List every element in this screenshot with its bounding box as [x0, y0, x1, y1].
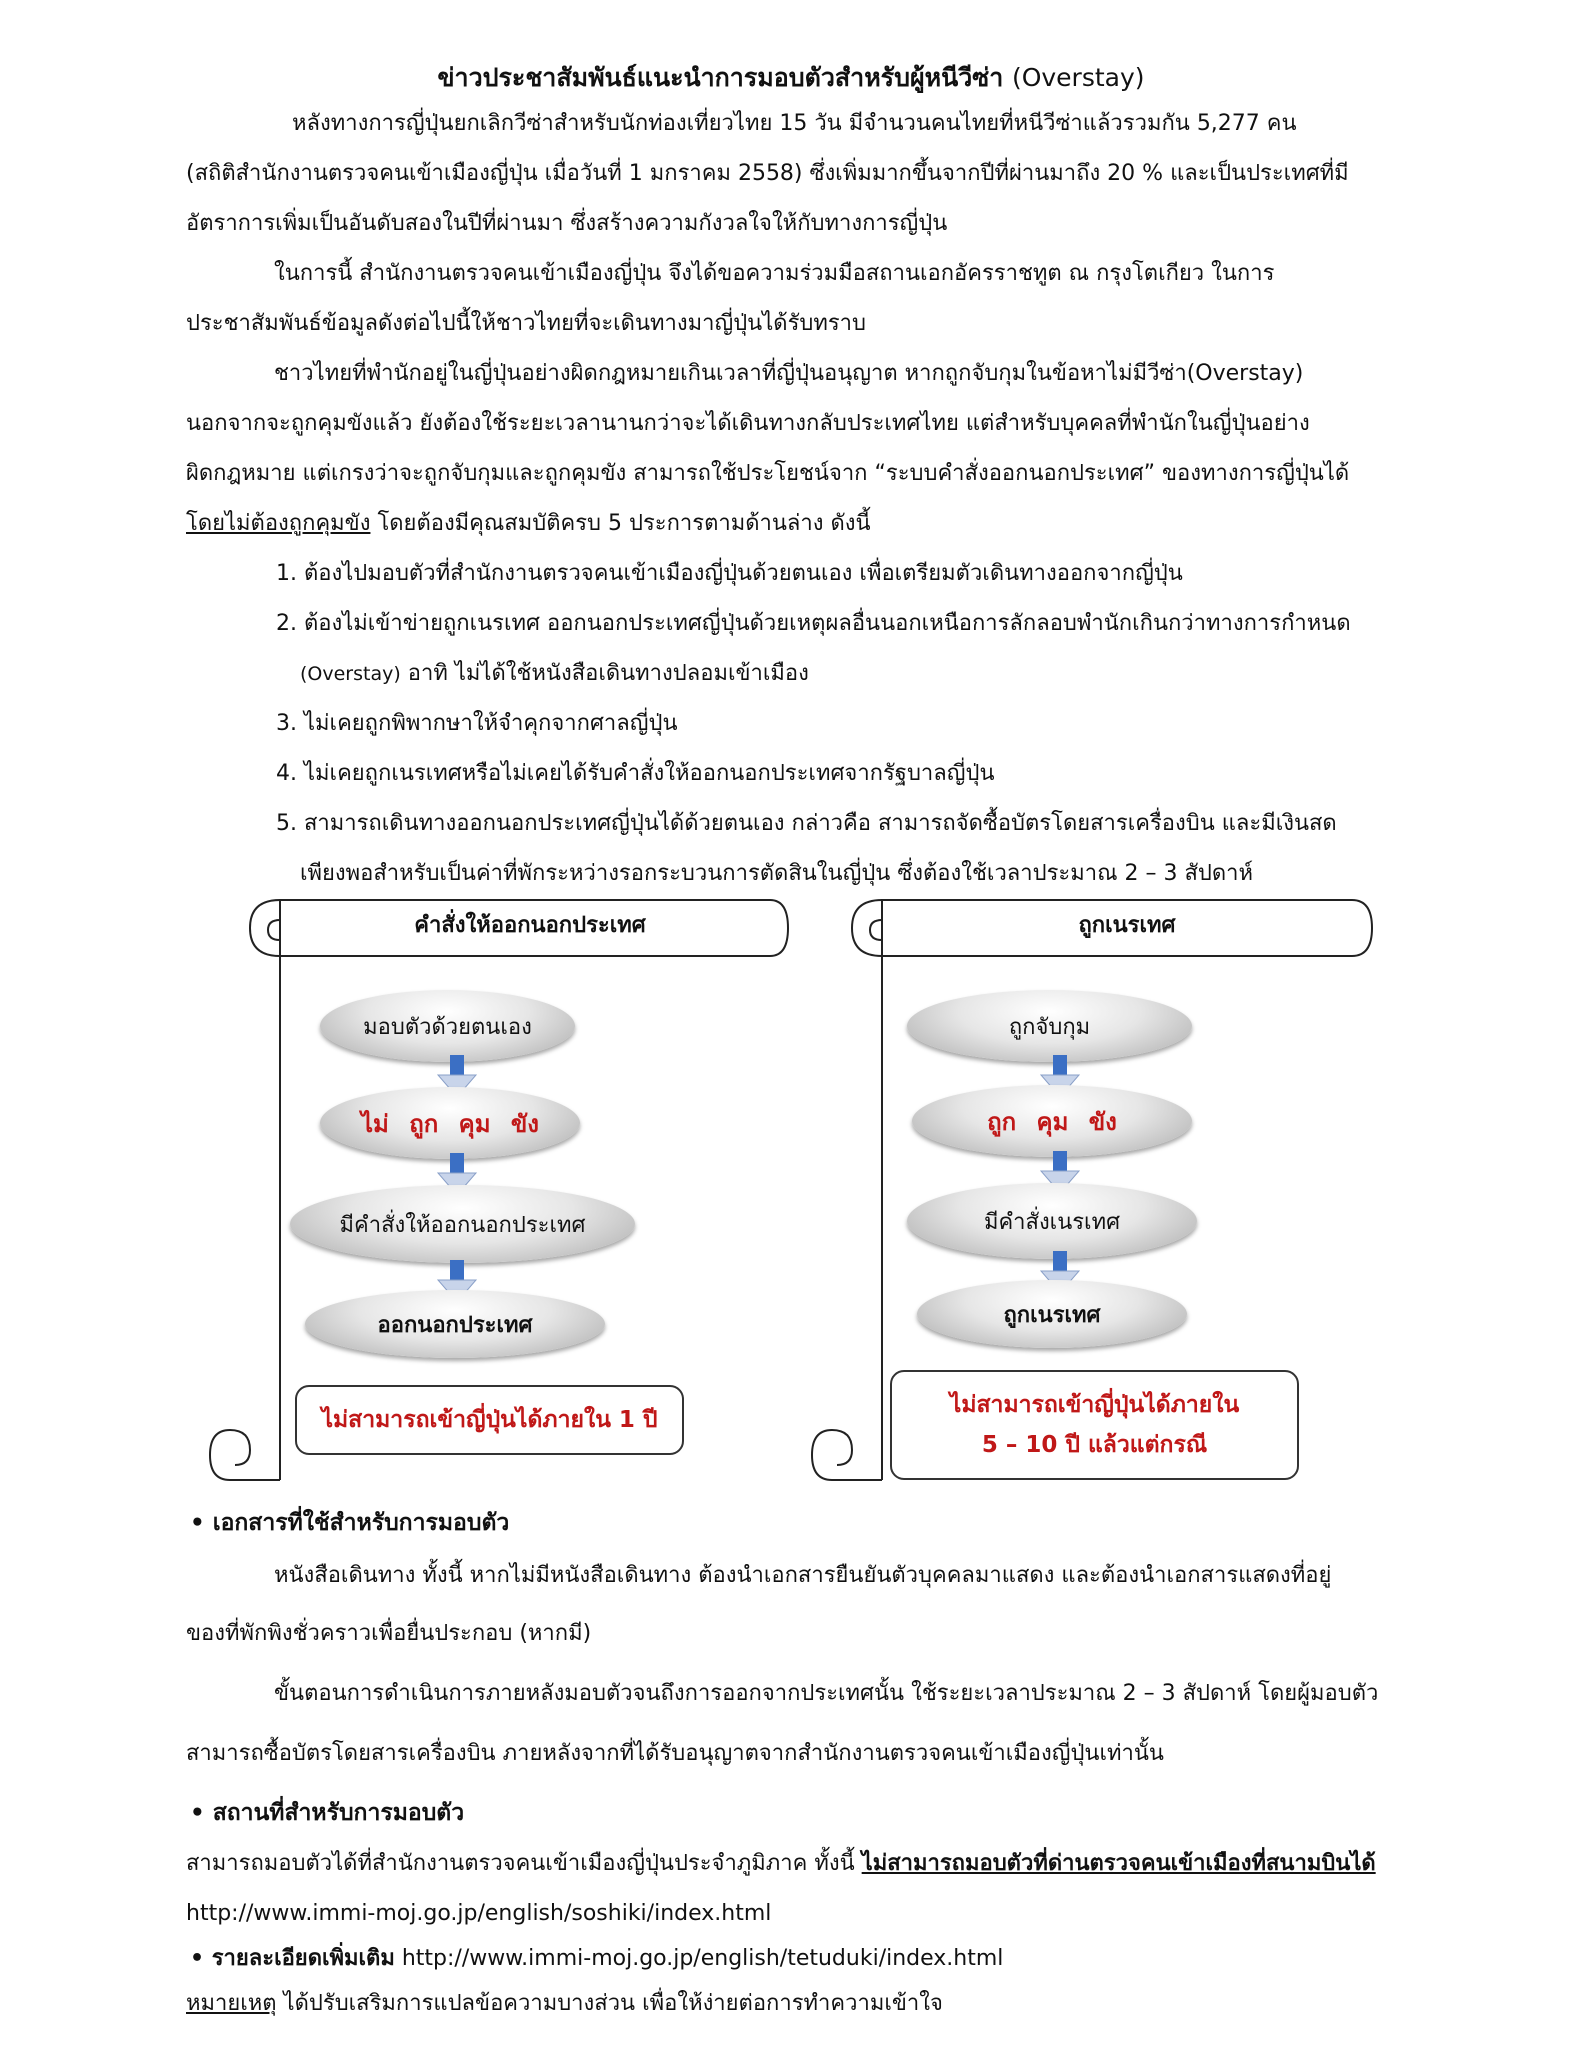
condition-5-line1: 5. สามารถเดินทางออกนอกประเทศญี่ปุ่นได้ด้… [276, 811, 1337, 836]
scroll-frame-right [810, 899, 1374, 1481]
step-arrested: ถูกจับกุม [907, 990, 1192, 1062]
page-title: ข่าวประชาสัมพันธ์แนะนำการมอบตัวสำหรับผู้… [0, 58, 1582, 98]
note-label: หมายเหตุ [186, 1991, 277, 2016]
condition-5-line2: เพียงพอสำหรับเป็นค่าที่พักระหว่างรอกระบว… [300, 861, 1253, 886]
result-right-line1: ไม่สามารถเข้าญี่ปุ่นได้ภายใน [949, 1392, 1240, 1418]
note-line: หมายเหตุ ได้ปรับเสริมการแปลข้อความบางส่ว… [186, 1988, 943, 2020]
title-main: ข่าวประชาสัมพันธ์แนะนำการมอบตัวสำหรับผู้… [437, 63, 1004, 92]
step-no-detention: ไม่ ถูก คุม ขัง [320, 1087, 580, 1159]
step-detained: ถูก คุม ขัง [912, 1085, 1192, 1157]
step-departure-order: มีคำสั่งให้ออกนอกประเทศ [290, 1185, 635, 1263]
more-details-line: • รายละเอียดเพิ่มเติม http://www.immi-mo… [190, 1943, 1003, 1975]
result-right: ไม่สามารถเข้าญี่ปุ่นได้ภายใน 5 – 10 ปี แ… [890, 1370, 1299, 1480]
condition-1: 1. ต้องไปมอบตัวที่สำนักงานตรวจคนเข้าเมือ… [276, 561, 1183, 586]
intro-p3-line2: นอกจากจะถูกคุมขังแล้ว ยังต้องใช้ระยะเวลา… [186, 411, 1310, 436]
step-surrender: มอบตัวด้วยตนเอง [320, 990, 575, 1062]
scroll-deportation: ถูกเนรเทศ ถูกจับกุม ถูก คุม ขัง มีคำสั่ง… [810, 895, 1377, 1485]
more-details-url-link[interactable]: http://www.immi-moj.go.jp/english/tetudu… [401, 1946, 1004, 1971]
scroll-title-left: คำสั่งให้ออกนอกประเทศ [414, 913, 646, 938]
overstay-term: (Overstay) [300, 663, 401, 685]
intro-p2-line1: ในการนี้ สำนักงานตรวจคนเข้าเมืองญี่ปุ่น … [274, 261, 1275, 286]
result-right-line2: 5 – 10 ปี แล้วแต่กรณี [981, 1432, 1208, 1458]
step-deport-order: มีคำสั่งเนรเทศ [907, 1183, 1197, 1259]
result-left: ไม่สามารถเข้าญี่ปุ่นได้ภายใน 1 ปี [295, 1385, 684, 1455]
documents-p1-line1: หนังสือเดินทาง ทั้งนี้ หากไม่มีหนังสือเด… [274, 1563, 1332, 1588]
place-line1-text: สามารถมอบตัวได้ที่สำนักงานตรวจคนเข้าเมือ… [186, 1851, 862, 1876]
intro-p3-line1: ชาวไทยที่พำนักอยู่ในญี่ปุ่นอย่างผิดกฎหมา… [274, 361, 1304, 386]
documents-heading: • เอกสารที่ใช้สำหรับการมอบตัว [190, 1510, 510, 1536]
more-details-heading: • รายละเอียดเพิ่มเติม [190, 1946, 395, 1971]
scroll-deportation-order: คำสั่งให้ออกนอกประเทศ มอบตัวด้วยตนเอง ไม… [208, 895, 790, 1485]
intro-p1-line3: อัตราการเพิ่มเป็นอันดับสองในปีที่ผ่านมา … [186, 211, 948, 236]
intro-p3-line4: โดยไม่ต้องถูกคุมขัง โดยต้องมีคุณสมบัติคร… [186, 508, 871, 540]
condition-2-line2: (Overstay) อาทิ ไม่ได้ใช้หนังสือเดินทางป… [300, 658, 809, 690]
place-url-link[interactable]: http://www.immi-moj.go.jp/english/soshik… [186, 1901, 772, 1926]
note-text: ได้ปรับเสริมการแปลข้อความบางส่วน เพื่อให… [276, 1991, 943, 2016]
intro-p2-line2: ประชาสัมพันธ์ข้อมูลดังต่อไปนี้ให้ชาวไทยท… [186, 311, 866, 336]
scroll-title-right: ถูกเนรเทศ [1078, 913, 1176, 938]
no-detention-underlined: โดยไม่ต้องถูกคุมขัง [186, 511, 371, 536]
place-line1: สามารถมอบตัวได้ที่สำนักงานตรวจคนเข้าเมือ… [186, 1848, 1376, 1880]
down-arrow-icon [436, 1055, 478, 1098]
intro-p3-line4-rest: โดยต้องมีคุณสมบัติครบ 5 ประการตามด้านล่า… [370, 511, 871, 536]
place-heading: • สถานที่สำหรับการมอบตัว [190, 1800, 465, 1826]
condition-3: 3. ไม่เคยถูกพิพากษาให้จำคุกจากศาลญี่ปุ่น [276, 711, 678, 736]
condition-4: 4. ไม่เคยถูกเนรเทศหรือไม่เคยได้รับคำสั่ง… [276, 761, 995, 786]
documents-p1-line2: ของที่พักพิงชั่วคราวเพื่อยื่นประกอบ (หาก… [186, 1621, 592, 1646]
title-en: (Overstay) [1011, 63, 1145, 92]
step-leave-country: ออกนอกประเทศ [305, 1290, 605, 1358]
documents-p2-line2: สามารถซื้อบัตรโดยสารเครื่องบิน ภายหลังจา… [186, 1741, 1164, 1766]
scroll-frame-left [208, 899, 790, 1481]
down-arrow-icon [1039, 1151, 1081, 1194]
place-airport-warning: ไม่สามารถมอบตัวที่ด่านตรวจคนเข้าเมืองที่… [861, 1851, 1376, 1876]
down-arrow-icon [436, 1153, 478, 1196]
step-deported: ถูกเนรเทศ [917, 1280, 1187, 1348]
intro-p3-line3: ผิดกฎหมาย แต่เกรงว่าจะถูกจับกุมและถูกคุม… [186, 461, 1350, 486]
condition-2-line1: 2. ต้องไม่เข้าข่ายถูกเนรเทศ ออกนอกประเทศ… [276, 611, 1351, 636]
condition-2-line2-rest: อาทิ ไม่ได้ใช้หนังสือเดินทางปลอมเข้าเมือ… [400, 661, 809, 686]
documents-p2-line1: ขั้นตอนการดำเนินการภายหลังมอบตัวจนถึงการ… [274, 1681, 1379, 1706]
intro-p1-line1: หลังทางการญี่ปุ่นยกเลิกวีซ่าสำหรับนักท่อ… [292, 111, 1297, 136]
result-left-text: ไม่สามารถเข้าญี่ปุ่นได้ภายใน 1 ปี [321, 1407, 658, 1433]
intro-p1-line2: (สถิติสำนักงานตรวจคนเข้าเมืองญี่ปุ่น เมื… [186, 161, 1349, 186]
